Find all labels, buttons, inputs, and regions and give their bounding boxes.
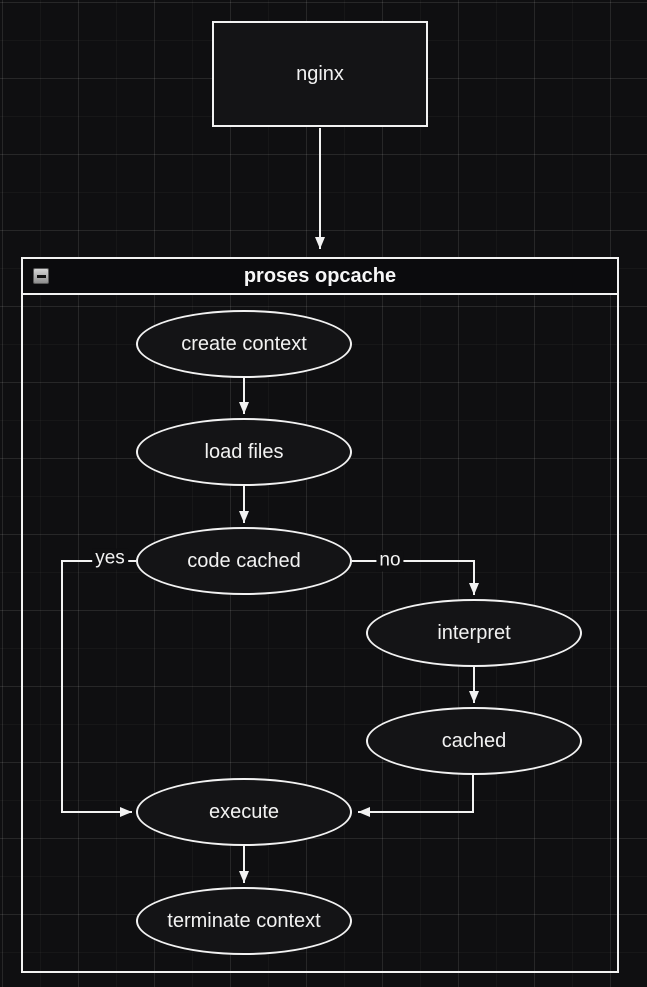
node-create-context[interactable]: create context xyxy=(136,310,352,378)
container-title: proses opcache xyxy=(243,264,397,287)
node-load-files-label: load files xyxy=(204,440,284,463)
node-interpret-label: interpret xyxy=(437,621,511,644)
container-proses-opcache[interactable]: proses opcache xyxy=(21,257,619,973)
node-cached-label: cached xyxy=(441,729,507,752)
node-execute-label: execute xyxy=(208,800,280,823)
minus-icon xyxy=(36,274,46,278)
node-cached[interactable]: cached xyxy=(366,707,582,775)
collapse-button[interactable] xyxy=(33,268,49,284)
node-terminate-context-label: terminate context xyxy=(167,909,321,932)
edge-label-yes: yes xyxy=(92,548,128,570)
node-load-files[interactable]: load files xyxy=(136,418,352,486)
node-code-cached-label: code cached xyxy=(187,549,301,572)
node-nginx[interactable]: nginx xyxy=(212,21,428,127)
node-execute[interactable]: execute xyxy=(136,778,352,846)
edge-label-no: no xyxy=(376,550,404,572)
node-code-cached[interactable]: code cached xyxy=(136,527,352,595)
node-nginx-label: nginx xyxy=(296,62,344,85)
container-header: proses opcache xyxy=(23,259,617,295)
node-terminate-context[interactable]: terminate context xyxy=(136,887,352,955)
node-create-context-label: create context xyxy=(181,332,307,355)
node-interpret[interactable]: interpret xyxy=(366,599,582,667)
